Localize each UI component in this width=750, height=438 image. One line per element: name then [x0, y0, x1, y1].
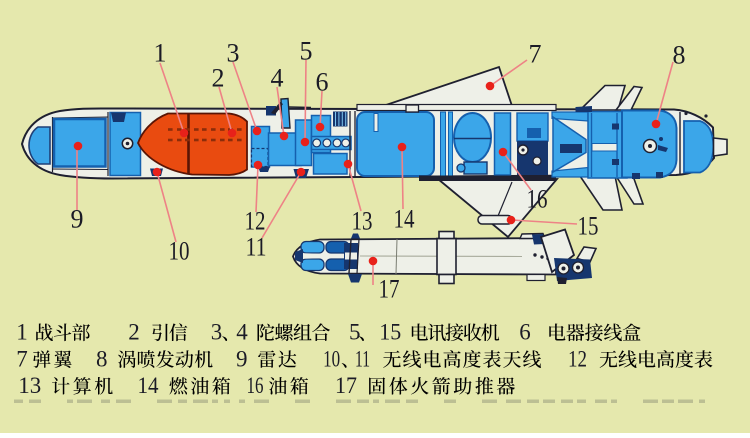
- svg-text:16: 16: [527, 185, 548, 214]
- svg-text:7: 7: [16, 346, 28, 371]
- svg-text:5: 5: [300, 37, 313, 66]
- svg-text:11: 11: [355, 346, 370, 371]
- svg-text:4: 4: [271, 64, 284, 93]
- svg-text:9: 9: [71, 205, 84, 234]
- svg-text:10: 10: [169, 237, 190, 266]
- svg-text:10: 10: [323, 346, 340, 371]
- svg-text:1: 1: [154, 39, 167, 68]
- svg-text:17: 17: [379, 275, 400, 304]
- svg-text:9: 9: [236, 346, 248, 371]
- svg-text:3: 3: [227, 39, 240, 68]
- svg-text:11: 11: [246, 233, 267, 262]
- svg-text:4: 4: [236, 320, 248, 345]
- svg-text:3: 3: [211, 320, 223, 345]
- svg-text:17: 17: [335, 373, 357, 398]
- svg-text:1: 1: [16, 320, 28, 345]
- svg-text:5: 5: [349, 320, 361, 345]
- svg-text:16: 16: [247, 373, 264, 398]
- svg-text:14: 14: [138, 373, 159, 398]
- svg-text:2: 2: [128, 320, 140, 345]
- svg-text:12: 12: [568, 346, 587, 371]
- svg-text:7: 7: [529, 40, 542, 69]
- svg-text:12: 12: [245, 207, 266, 236]
- svg-text:13: 13: [18, 373, 41, 398]
- svg-text:15: 15: [379, 320, 401, 345]
- svg-text:8: 8: [96, 346, 108, 371]
- svg-text:14: 14: [394, 205, 415, 234]
- svg-text:15: 15: [578, 212, 599, 241]
- svg-text:8: 8: [673, 41, 686, 70]
- svg-text:2: 2: [212, 64, 225, 93]
- svg-text:6: 6: [519, 320, 531, 345]
- svg-text:13: 13: [352, 207, 373, 236]
- svg-text:6: 6: [316, 68, 329, 97]
